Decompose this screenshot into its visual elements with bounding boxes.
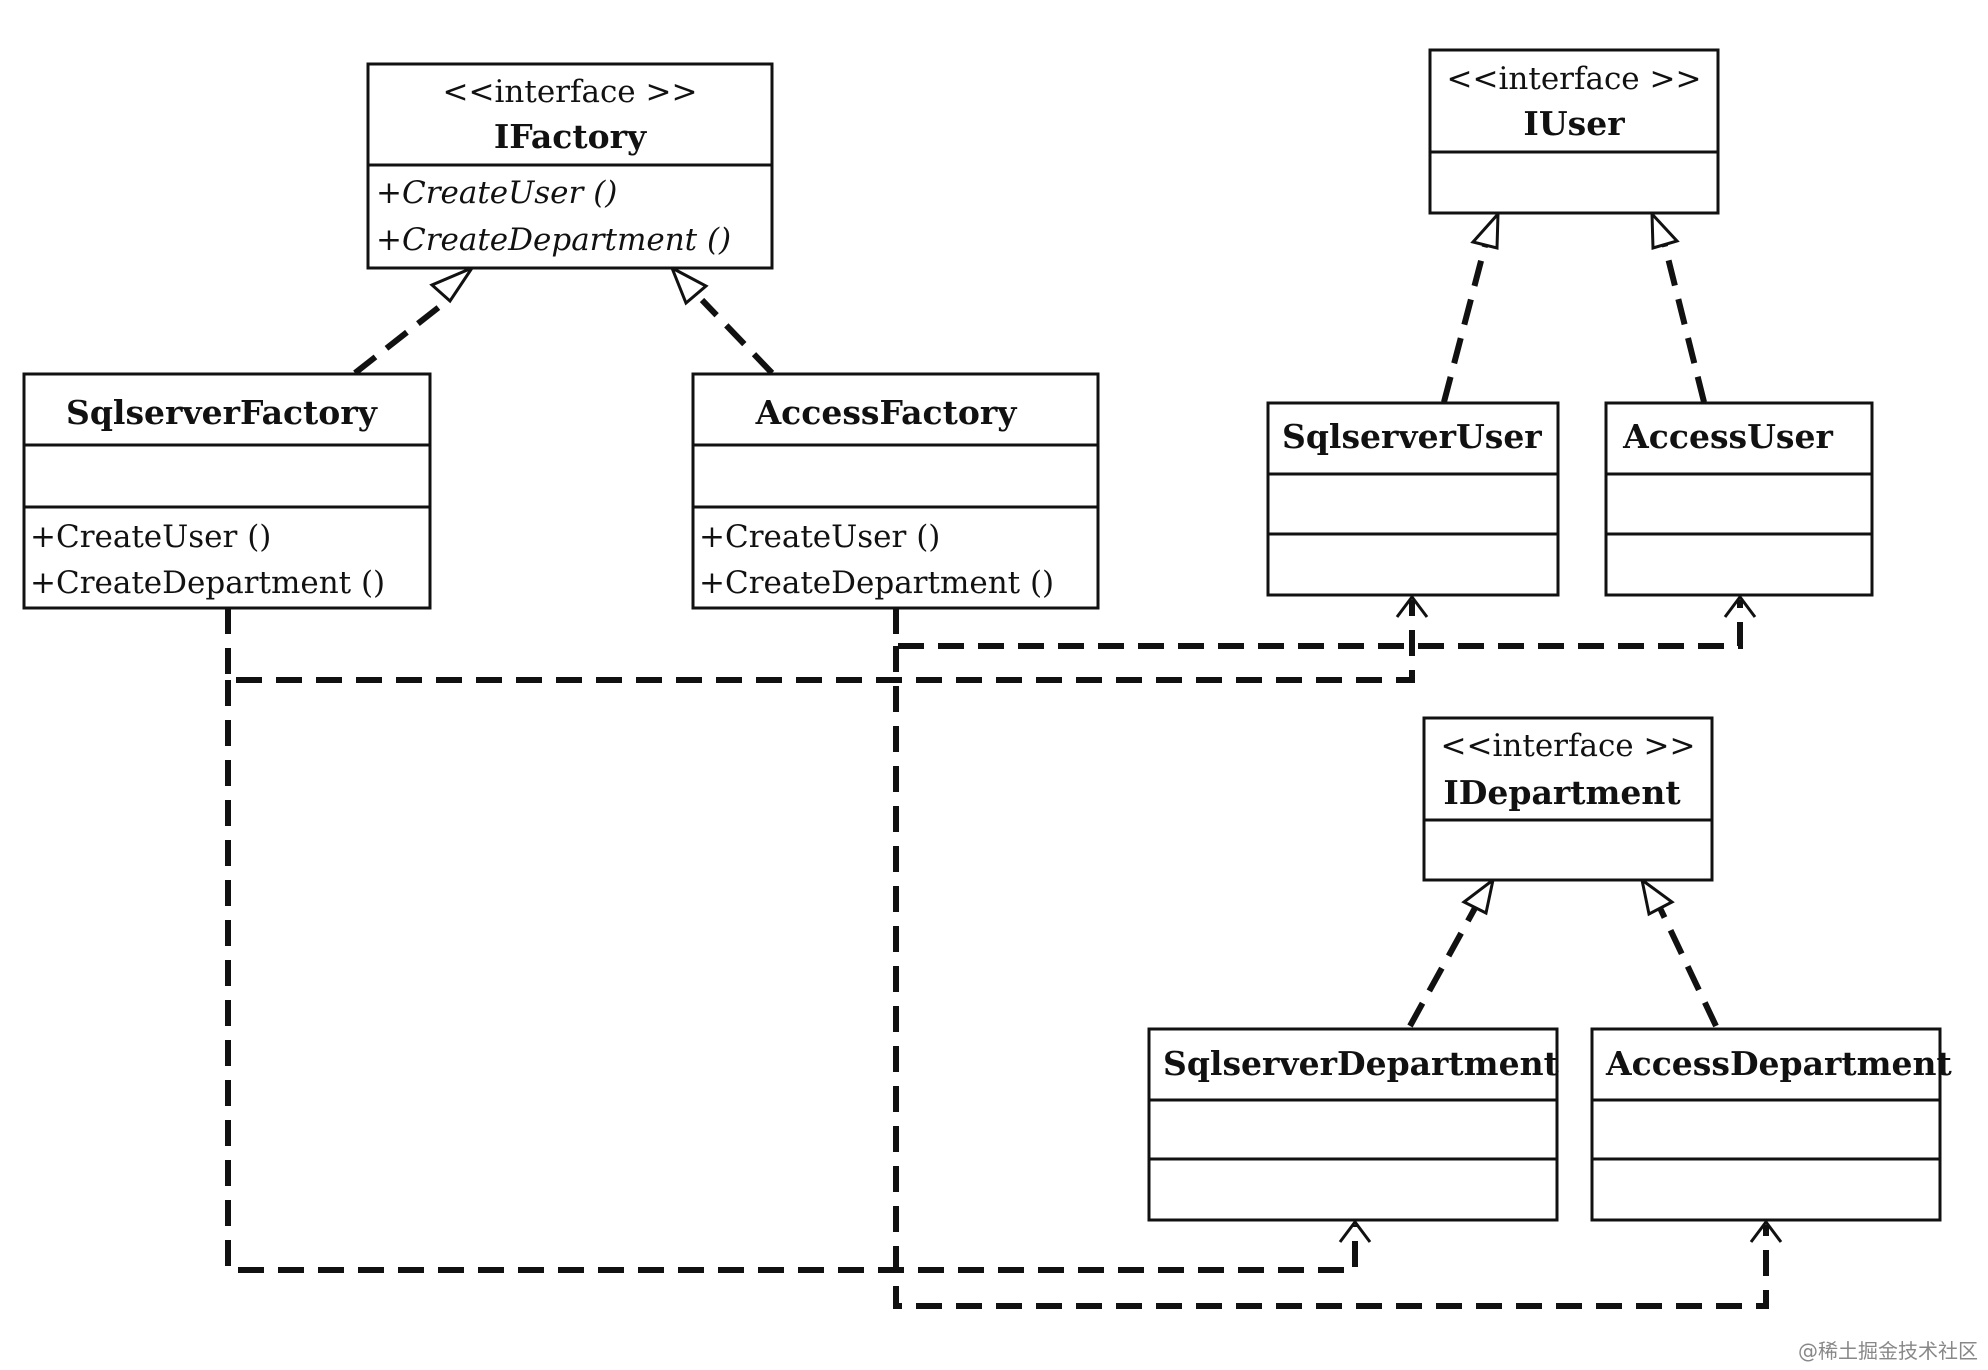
class-name: AccessDepartment — [1605, 1044, 1953, 1083]
stereotype-label: <<interface >> — [1441, 728, 1696, 764]
class-sqlserverfactory[interactable]: SqlserverFactory +CreateUser () +CreateD… — [22, 372, 432, 610]
class-sqlserveruser[interactable]: SqlserverUser — [1266, 401, 1560, 597]
arrowheads — [429, 209, 1783, 1243]
class-name: AccessUser — [1622, 417, 1833, 456]
class-name: IUser — [1523, 104, 1625, 143]
open-arrow-head — [1395, 594, 1429, 618]
class-sqlserverdepartment[interactable]: SqlserverDepartment — [1147, 1027, 1560, 1222]
hollow-triangle-arrow — [669, 264, 709, 306]
operation: +CreateDepartment () — [376, 222, 731, 258]
stereotype-label: <<interface >> — [1447, 61, 1702, 97]
operation: +CreateDepartment () — [699, 565, 1054, 601]
hollow-triangle-arrow — [1470, 209, 1500, 250]
operation: +CreateDepartment () — [30, 565, 385, 601]
class-accessuser[interactable]: AccessUser — [1604, 401, 1874, 597]
open-arrow-head — [1338, 1219, 1372, 1243]
class-name: AccessFactory — [755, 393, 1018, 432]
connectors — [225, 241, 1769, 1309]
class-idepartment[interactable]: <<interface >> IDepartment — [1422, 716, 1714, 882]
class-name: IDepartment — [1443, 773, 1681, 812]
class-name: SqlserverDepartment — [1163, 1044, 1560, 1083]
realization-sqlserveruser-iuser — [1441, 241, 1489, 403]
class-accessfactory[interactable]: AccessFactory +CreateUser () +CreateDepa… — [691, 372, 1100, 610]
hollow-triangle-arrow — [429, 264, 477, 304]
realization-sqlserverdepartment-idepartment — [1407, 906, 1478, 1028]
stereotype-label: <<interface >> — [443, 74, 698, 110]
open-arrow-head — [1749, 1219, 1783, 1243]
hollow-triangle-arrow — [1639, 876, 1675, 917]
class-ifactory[interactable]: <<interface >> IFactory +CreateUser () +… — [366, 62, 774, 270]
class-name: SqlserverUser — [1282, 417, 1542, 456]
operation: +CreateUser () — [376, 175, 617, 211]
dependency-accessfactory-accessdepartment — [893, 646, 1769, 1309]
open-arrow-head — [1723, 594, 1757, 618]
hollow-triangle-arrow — [1650, 210, 1680, 250]
dependency-accessfactory-accessuser — [893, 600, 1743, 649]
realization-sqlserverfactory-ifactory — [353, 297, 450, 376]
dependency-sqlserverfactory-sqlserveruser — [225, 600, 1415, 683]
class-accessdepartment[interactable]: AccessDepartment — [1590, 1027, 1953, 1222]
class-name: IFactory — [494, 117, 647, 156]
operation: +CreateUser () — [30, 519, 271, 555]
hollow-triangle-arrow — [1461, 876, 1496, 916]
realization-accessfactory-ifactory — [699, 297, 775, 376]
dependency-sqlserverfactory-sqlserverdepartment — [225, 680, 1358, 1273]
realization-accessdepartment-idepartment — [1657, 906, 1719, 1028]
realization-accessuser-iuser — [1661, 241, 1707, 403]
class-iuser[interactable]: <<interface >> IUser — [1428, 48, 1720, 215]
class-name: SqlserverFactory — [66, 393, 378, 432]
watermark-text: @稀土掘金技术社区 — [1798, 1339, 1978, 1363]
operation: +CreateUser () — [699, 519, 940, 555]
